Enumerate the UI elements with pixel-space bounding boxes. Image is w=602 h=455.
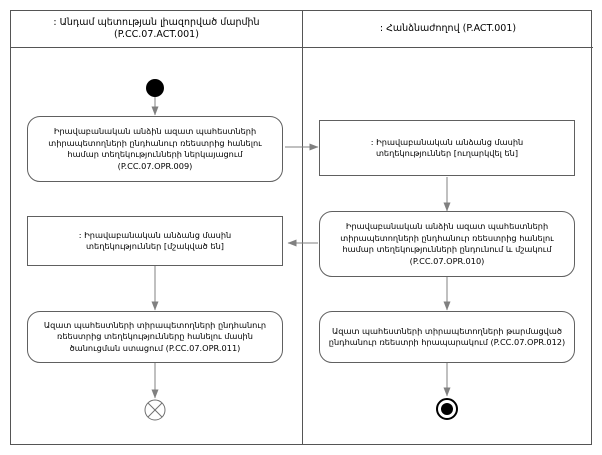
opr-011-line-1: Ազատ պահեստների տիրապետողների ընդհանուր [43, 319, 267, 330]
swimlane-left-title-code: (P.CC.07.ACT.001) [114, 29, 199, 40]
opr-010-line-3: համար տեղեկությունների ընդունում և մշակո… [342, 244, 552, 254]
swimlane-right-header: : Հանձնաժողով (P.ACT.001) [303, 11, 593, 48]
action-node-opr-010[interactable]: Իրավաբանական անձին ազատ պահեստների տիրապ… [319, 211, 575, 277]
info-processed-line-1: : Իրավաբանական անձանց մասին [78, 229, 232, 240]
swimlane-left-title: : Անդամ պետության լիազորված մարմին (P.CC… [53, 17, 259, 41]
opr-011-line-3: ծանուցման ստացում (P.CC.07.OPR.011) [69, 342, 241, 353]
opr-010-line-2: տիրապետողների ընդհանուր ռեեստրից հանելու [340, 232, 554, 243]
initial-node [146, 79, 164, 97]
opr-009-line-3: համար տեղեկությունների ներկայացում [67, 149, 243, 159]
swimlane-right-title-text: : Հանձնաժողով (P.ACT.001) [379, 23, 517, 34]
activity-final-node [436, 398, 458, 420]
opr-009-line-2: տիրապետողների ընդհանուր ռեեստրից հանելու [48, 137, 262, 148]
action-node-opr-009-label: Իրավաբանական անձին ազատ պահեստների տիրապ… [41, 126, 268, 172]
action-node-opr-011-label: Ազատ պահեստների տիրապետողների ընդհանուր … [37, 320, 273, 355]
object-node-info-processed-label: : Իրավաբանական անձանց մասին տեղեկություն… [72, 230, 238, 253]
opr-010-line-4: (P.CC.07.OPR.010) [409, 255, 485, 266]
info-sent-line-1: : Իրավաբանական անձանց մասին [370, 136, 524, 147]
action-node-opr-010-label: Իրավաբանական անձին ազատ պահեստների տիրապ… [333, 221, 560, 267]
action-node-opr-012-label: Ազատ պահեստների տիրապետողների թարմացված … [322, 326, 572, 349]
swimlane-left: : Անդամ պետության լիազորված մարմին (P.CC… [11, 11, 303, 444]
opr-012-line-1: Ազատ պահեստների տիրապետողների թարմացված [332, 325, 562, 336]
opr-009-line-4: (P.CC.07.OPR.009) [117, 160, 193, 171]
opr-010-line-1: Իրավաբանական անձին ազատ պահեստների [345, 221, 549, 231]
opr-012-line-2: ընդհանուր ռեեստրի հրապարակում (P.CC.07.O… [328, 337, 566, 347]
opr-011-line-2: ռեեստրից տեղեկությունները հանելու մասին [57, 331, 253, 342]
action-node-opr-012[interactable]: Ազատ պահեստների տիրապետողների թարմացված … [319, 311, 575, 363]
info-processed-line-2: տեղեկություններ [մշակված են] [86, 241, 224, 251]
swimlane-right: : Հանձնաժողով (P.ACT.001) [303, 11, 593, 444]
info-sent-line-2: տեղեկություններ [ուղարկվել են] [375, 148, 519, 158]
object-node-info-sent[interactable]: : Իրավաբանական անձանց մասին տեղեկություն… [319, 120, 575, 176]
action-node-opr-009[interactable]: Իրավաբանական անձին ազատ պահեստների տիրապ… [27, 116, 283, 182]
swimlane-left-title-text: : Անդամ պետության լիազորված մարմին [53, 17, 260, 28]
action-node-opr-011[interactable]: Ազատ պահեստների տիրապետողների ընդհանուր … [27, 311, 283, 363]
object-node-info-sent-label: : Իրավաբանական անձանց մասին տեղեկություն… [364, 137, 530, 160]
opr-009-line-1: Իրավաբանական անձին ազատ պահեստների [53, 126, 257, 136]
object-node-info-processed[interactable]: : Իրավաբանական անձանց մասին տեղեկություն… [27, 216, 283, 266]
swimlane-left-header: : Անդամ պետության լիազորված մարմին (P.CC… [11, 11, 302, 48]
swimlane-right-title: : Հանձնաժողով (P.ACT.001) [380, 23, 516, 35]
